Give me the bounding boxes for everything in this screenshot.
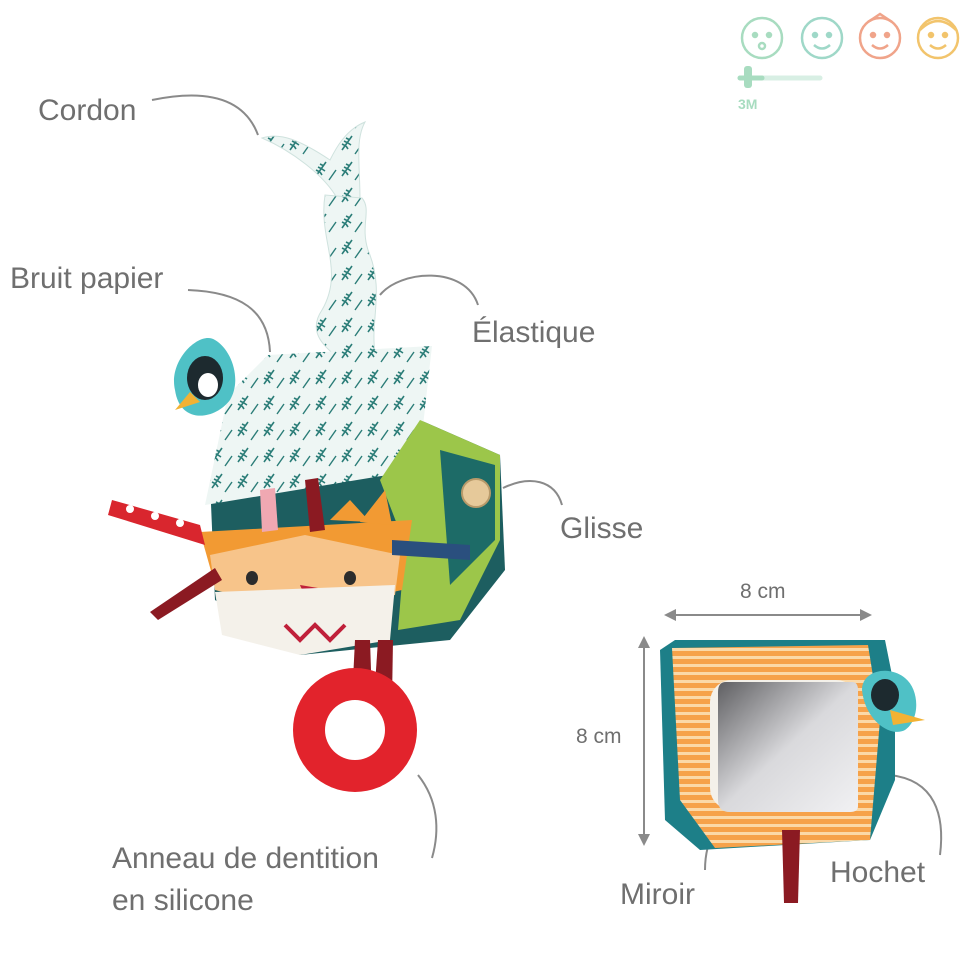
age-indicator <box>737 12 960 88</box>
label-anneau-line1: Anneau de dentition <box>112 842 379 875</box>
leader-cordon <box>151 94 259 136</box>
teething-ring <box>293 640 417 792</box>
age-slider-handle <box>744 66 752 88</box>
baby-face-icon <box>740 16 784 60</box>
age-label: 3M <box>738 96 758 112</box>
label-bruit-papier: Bruit papier <box>10 262 164 295</box>
leader-anneau <box>417 774 438 859</box>
cube-side-view <box>660 640 925 903</box>
dimension-height: 8 cm <box>576 725 622 748</box>
dimension-width: 8 cm <box>740 580 786 603</box>
dimension-arrows <box>638 609 872 846</box>
toucan-tag <box>174 338 236 416</box>
cordon-strap <box>260 121 377 361</box>
activity-cube <box>108 346 505 655</box>
label-cordon: Cordon <box>38 94 137 127</box>
label-elastique: Élastique <box>472 316 596 349</box>
label-anneau-line2: en silicone <box>112 884 254 917</box>
leader-bruit-papier <box>187 289 271 353</box>
leader-hochet <box>889 774 943 856</box>
toddler-face-icon <box>800 16 844 60</box>
child-face-icon <box>858 12 902 60</box>
label-glisse: Glisse <box>560 512 644 545</box>
label-hochet: Hochet <box>830 856 926 889</box>
kid-face-icon <box>916 16 960 60</box>
leader-elastique <box>379 274 479 306</box>
label-miroir: Miroir <box>620 878 695 911</box>
leader-glisse <box>502 480 563 506</box>
